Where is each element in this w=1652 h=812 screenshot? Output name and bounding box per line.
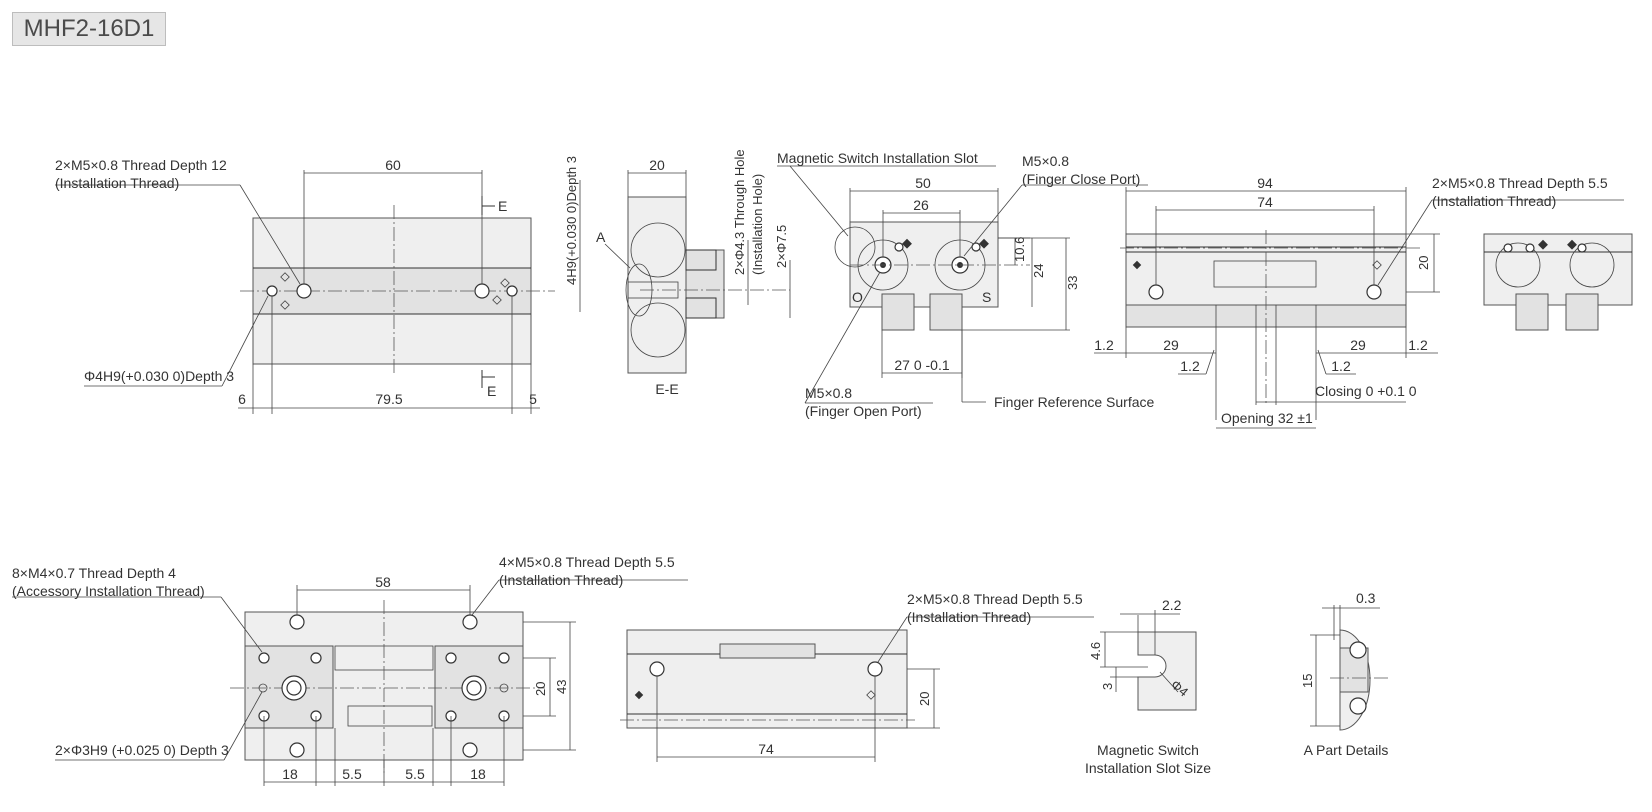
view-section-ee: 20 A E-E 4H9(+0.030 0)Depth 3 2×Φ4.3 Thr… [564, 149, 791, 397]
dim-1-2-inner-right: 1.2 [1331, 358, 1351, 374]
label-m4-thread: 8×M4×0.7 Thread Depth 4 [12, 565, 176, 581]
label-magnetic-switch-slot: Magnetic Switch Installation Slot [777, 150, 978, 166]
label-a: A [596, 229, 606, 245]
dim-43: 43 [554, 680, 569, 694]
dim-24: 24 [1031, 264, 1046, 278]
dim-26: 26 [913, 197, 929, 213]
dim-74-bottom: 74 [758, 741, 774, 757]
label-finger-open-port: (Finger Open Port) [805, 403, 922, 419]
dim-4-6: 4.6 [1088, 642, 1103, 660]
label-m5-close: M5×0.8 [1022, 153, 1069, 169]
dim-27: 27 0 -0.1 [894, 357, 949, 373]
dim-29-right: 29 [1350, 337, 1366, 353]
dim-5: 5 [529, 391, 537, 407]
dim-6: 6 [238, 391, 246, 407]
dim-1-2-left: 1.2 [1094, 337, 1114, 353]
section-mark-e-bottom: E [487, 383, 496, 399]
dim-60: 60 [385, 157, 401, 173]
dim-15: 15 [1300, 674, 1315, 688]
label-installation-thread-3: (Installation Thread) [499, 572, 623, 588]
label-installation-thread-2: (Installation Thread) [1432, 193, 1556, 209]
view-a-part-detail: 0.3 15 A Part Details [1300, 590, 1390, 758]
view-end-small [1483, 233, 1633, 331]
dim-2-2: 2.2 [1162, 597, 1182, 613]
dim-0-3: 0.3 [1356, 590, 1376, 606]
view-front-top-left: 60 E E 6 79.5 5 2×M5×0.8 Thread Depth 12… [55, 157, 555, 414]
dim-94: 94 [1257, 175, 1273, 191]
dim-5-5-right: 5.5 [405, 766, 425, 782]
dim-10-6: 10.6 [1012, 237, 1027, 262]
dim-1-2-right: 1.2 [1408, 337, 1428, 353]
label-installation-hole: (Installation Hole) [750, 174, 765, 275]
dim-1-2-inner-left: 1.2 [1180, 358, 1200, 374]
dim-74-top: 74 [1257, 194, 1273, 210]
view-bottom-middle: 20 74 2×M5×0.8 Thread Depth 5.5 (Install… [620, 591, 1094, 762]
label-m5-open: M5×0.8 [805, 385, 852, 401]
dim-3: 3 [1100, 683, 1115, 690]
view-side-end: O S 50 26 10.6 24 33 27 0 -0.1 Magnetic … [777, 150, 1155, 419]
dim-18-right: 18 [470, 766, 486, 782]
view-slot-detail: 2.2 4.6 3 Φ4 Magnetic Switch Installatio… [1085, 597, 1211, 776]
dim-20-top-view: 20 [533, 682, 548, 696]
label-closing: Closing 0 +0.1 0 [1315, 383, 1417, 399]
dim-20-bottom-middle: 20 [917, 692, 932, 706]
label-phi-7-5: 2×Φ7.5 [774, 225, 789, 268]
label-opening: Opening 32 ±1 [1221, 410, 1313, 426]
caption-slot-1: Magnetic Switch [1097, 742, 1199, 758]
dim-58: 58 [375, 574, 391, 590]
label-through-hole: 2×Φ4.3 Through Hole [732, 149, 747, 275]
label-m5-thread-4x: 4×M5×0.8 Thread Depth 5.5 [499, 554, 675, 570]
dim-79-5: 79.5 [375, 391, 402, 407]
caption-slot-2: Installation Slot Size [1085, 760, 1211, 776]
dim-50: 50 [915, 175, 931, 191]
label-installation-thread-1: (Installation Thread) [55, 175, 179, 191]
dim-5-5-left: 5.5 [342, 766, 362, 782]
section-mark-e-top: E [498, 198, 507, 214]
label-installation-thread-4: (Installation Thread) [907, 609, 1031, 625]
dim-29-left: 29 [1163, 337, 1179, 353]
mark-s: S [982, 289, 991, 305]
label-pin-depth: 4H9(+0.030 0)Depth 3 [564, 156, 579, 285]
label-finger-close-port: (Finger Close Port) [1022, 171, 1140, 187]
dim-33: 33 [1065, 276, 1080, 290]
dim-18-left: 18 [282, 766, 298, 782]
label-accessory-thread: (Accessory Installation Thread) [12, 583, 205, 599]
label-section-ee: E-E [655, 381, 678, 397]
label-thread-depth-5-5-top: 2×M5×0.8 Thread Depth 5.5 [1432, 175, 1608, 191]
caption-a-part: A Part Details [1304, 742, 1389, 758]
label-pin-hole: Φ4H9(+0.030 0)Depth 3 [84, 368, 234, 384]
label-phi-3-pin: 2×Φ3H9 (+0.025 0) Depth 3 [55, 742, 229, 758]
label-finger-reference-surface: Finger Reference Surface [994, 394, 1155, 410]
label-thread-depth-5-5-bottom: 2×M5×0.8 Thread Depth 5.5 [907, 591, 1083, 607]
view-top-bottom-left: 58 20 43 18 5.5 5.5 18 8×M4×0.7 Thread D… [12, 554, 688, 786]
label-thread-depth-12: 2×M5×0.8 Thread Depth 12 [55, 157, 227, 173]
mark-o: O [852, 289, 863, 305]
dim-20-right: 20 [1416, 256, 1431, 270]
page-title: MHF2-16D1 [12, 12, 166, 46]
dim-20-section: 20 [649, 157, 665, 173]
view-side-length: 94 74 20 1.2 29 29 1.2 1.2 1.2 Closing 0… [1094, 175, 1624, 429]
